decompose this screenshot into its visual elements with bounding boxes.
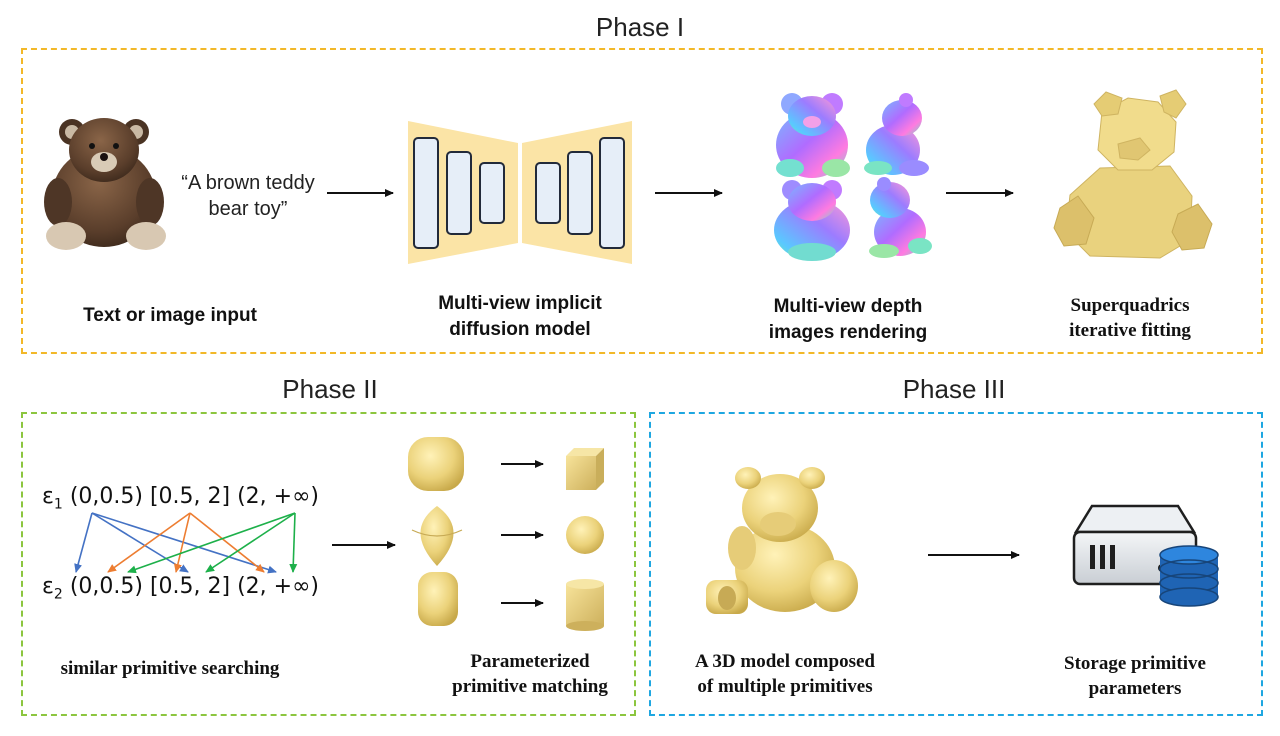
phase3-title: Phase III [902, 374, 1006, 404]
superquadric-rounded-cube [408, 437, 464, 491]
eps2-row: ε2 (0,0.5) [0.5, 2] (2, +∞) [42, 574, 319, 602]
primitive-sphere [566, 516, 604, 554]
label-diffusion-line1: Multi-view implicit [438, 293, 602, 314]
multiview-render-other-side [869, 177, 932, 258]
label-matching-line2: primitive matching [452, 676, 608, 697]
primitive-cube [566, 448, 604, 490]
phase2-frame [21, 412, 636, 716]
superquadric-octahedron [411, 506, 463, 566]
label-storage-line1: Storage primitive [1064, 653, 1206, 674]
teddy-bear-photo [44, 118, 166, 250]
label-depth: Multi-view depth images rendering [738, 294, 958, 346]
phase1-title: Phase I [595, 12, 685, 42]
phase3-frame [649, 412, 1263, 716]
label-input: Text or image input [83, 305, 257, 326]
text-prompt-line2: bear toy” [208, 198, 288, 220]
superquadric-rounded-cylinder [418, 572, 458, 626]
text-prompt: “A brown teddy bear toy” [158, 170, 338, 222]
label-diffusion-line2: diffusion model [449, 319, 591, 340]
label-storage-line2: parameters [1088, 678, 1182, 699]
label-fitting-line1: Superquadrics [1070, 295, 1190, 316]
label-diffusion: Multi-view implicit diffusion model [400, 291, 640, 343]
superquadric-bear-render [1053, 89, 1213, 259]
multiview-render-side [864, 93, 929, 176]
label-model-line1: A 3D model composed [695, 651, 875, 672]
multiview-render-front [776, 93, 850, 178]
multiview-render-back [774, 180, 850, 261]
server-storage-icon [1072, 504, 1219, 607]
matching-arrows-orange [107, 512, 265, 573]
eps1-symbol: ε [42, 484, 54, 509]
text-prompt-line1: “A brown teddy [181, 172, 315, 194]
matching-arrows-green [127, 512, 298, 574]
label-search: similar primitive searching [60, 658, 280, 679]
phase2-title: Phase II [282, 374, 378, 404]
eps1-row: ε1 (0,0.5) [0.5, 2] (2, +∞) [42, 484, 319, 512]
label-model: A 3D model composed of multiple primitiv… [660, 649, 910, 699]
eps2-symbol: ε [42, 574, 54, 599]
label-matching: Parameterized primitive matching [420, 649, 640, 699]
eps1-subscript: 1 [53, 496, 63, 513]
primitive-cylinder [566, 579, 604, 631]
diffusion-unet-icon [408, 121, 632, 264]
eps1-ranges: (0,0.5) [0.5, 2] (2, +∞) [69, 484, 320, 509]
label-fitting: Superquadrics iterative fitting [1030, 293, 1230, 343]
label-depth-line2: images rendering [768, 322, 928, 343]
eps2-subscript: 2 [53, 586, 63, 603]
primitive-composed-bear [706, 467, 858, 614]
label-matching-line1: Parameterized [470, 651, 590, 672]
label-model-line2: of multiple primitives [697, 676, 873, 697]
label-storage: Storage primitive parameters [1025, 651, 1245, 701]
label-fitting-line2: iterative fitting [1069, 320, 1191, 341]
label-depth-line1: Multi-view depth [773, 296, 923, 317]
phase1-frame [21, 48, 1263, 354]
matching-arrows-blue [74, 512, 277, 574]
eps2-ranges: (0,0.5) [0.5, 2] (2, +∞) [69, 574, 320, 599]
